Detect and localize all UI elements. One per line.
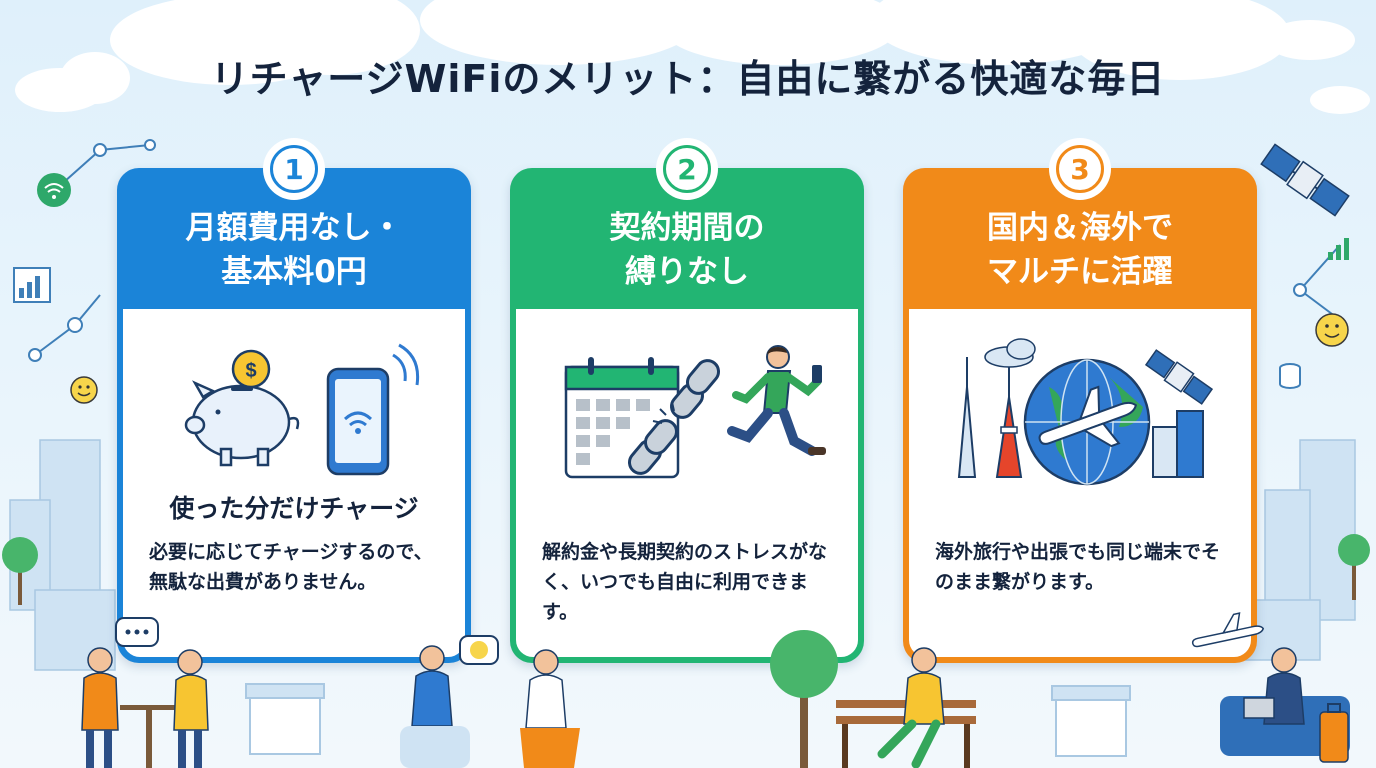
airplane-icon	[1038, 385, 1137, 448]
card-panel: $ 使った分だけチャージ 必要に応じてチャージするので、無駄な出費がありません。	[123, 309, 465, 657]
card-description: 海外旅行や出張でも同じ端末でそのまま繋がります。	[935, 541, 1221, 593]
card-description: 必要に応じてチャージするので、無駄な出費がありません。	[149, 541, 433, 593]
card-panel: 海外旅行や出張でも同じ端末でそのまま繋がります。	[909, 309, 1251, 657]
smartphone-wifi-icon	[326, 343, 420, 476]
card-heading-line1: 契約期間の	[609, 210, 765, 246]
person-icon	[81, 647, 119, 768]
person-icon	[173, 649, 209, 768]
card-heading-line1: 月額費用なし・	[185, 210, 403, 246]
card-heading: 国内＆海外で マルチに活躍	[903, 206, 1257, 294]
dollar-coin-icon: $	[231, 349, 271, 389]
card-heading-line2: マルチに活躍	[987, 254, 1173, 290]
foreground-scene	[81, 612, 1350, 768]
card-illustration	[564, 345, 826, 479]
airplane-icon	[1191, 612, 1265, 648]
number-badge-label: 2	[663, 145, 711, 193]
shop-building-icon	[1051, 685, 1131, 757]
card-description: 解約金や長期契約のストレスがなく、いつでも自由に利用できます。	[542, 541, 828, 623]
satellite-icon	[1144, 349, 1214, 405]
card-heading-line2: 基本料0円	[221, 254, 367, 290]
calendar-icon	[564, 357, 680, 479]
smiley-icon	[1315, 313, 1349, 347]
card-heading-line1: 国内＆海外で	[987, 210, 1173, 246]
person-icon	[877, 647, 945, 768]
person-icon	[400, 645, 470, 768]
card-illustration	[957, 338, 1214, 486]
merit-card-no-contract: 2 契約期間の 縛りなし	[510, 138, 864, 663]
card-subtitle: 使った分だけチャージ	[169, 494, 419, 523]
suitcase-icon	[1319, 703, 1349, 763]
running-person-icon	[727, 345, 826, 456]
number-badge-label: 1	[270, 145, 318, 193]
person-icon	[520, 649, 580, 768]
number-badge-label: 3	[1056, 145, 1104, 193]
bar-chart-icon	[13, 267, 51, 303]
signal-bars-icon	[1328, 238, 1349, 260]
database-icon	[1279, 363, 1301, 389]
person-icon	[1243, 647, 1305, 725]
svg-text:$: $	[245, 360, 256, 382]
wifi-bubble-icon	[37, 173, 71, 207]
page-title: リチャージWiFiのメリット：自由に繋がる快適な毎日	[210, 57, 1166, 101]
card-heading: 月額費用なし・ 基本料0円	[117, 206, 471, 294]
smiley-icon	[70, 376, 98, 404]
number-badge: 2	[656, 138, 718, 200]
card-illustration: $	[184, 343, 420, 476]
merit-card-no-monthly-fee: 1 月額費用なし・ 基本料0円 $	[117, 138, 471, 663]
card-heading: 契約期間の 縛りなし	[510, 206, 864, 294]
number-badge: 3	[1049, 138, 1111, 200]
shop-building-icon	[245, 683, 325, 755]
satellite-icon	[1260, 143, 1350, 217]
tree-icon	[770, 630, 838, 768]
skyscraper-icon	[1152, 410, 1204, 478]
merit-card-domestic-overseas: 3 国内＆海外で マルチに活躍	[903, 138, 1257, 663]
table-icon	[120, 705, 180, 768]
piggy-bank-icon	[184, 380, 300, 467]
smiley-bubble-icon	[459, 635, 499, 665]
broken-chain-icon	[628, 359, 720, 475]
card-panel: 解約金や長期契約のストレスがなく、いつでも自由に利用できます。	[516, 309, 858, 657]
cloud-icon	[984, 338, 1036, 368]
chat-bubble-icon	[115, 617, 159, 647]
card-heading-line2: 縛りなし	[625, 254, 749, 290]
tokyo-tower-icon	[957, 357, 1023, 478]
number-badge: 1	[263, 138, 325, 200]
